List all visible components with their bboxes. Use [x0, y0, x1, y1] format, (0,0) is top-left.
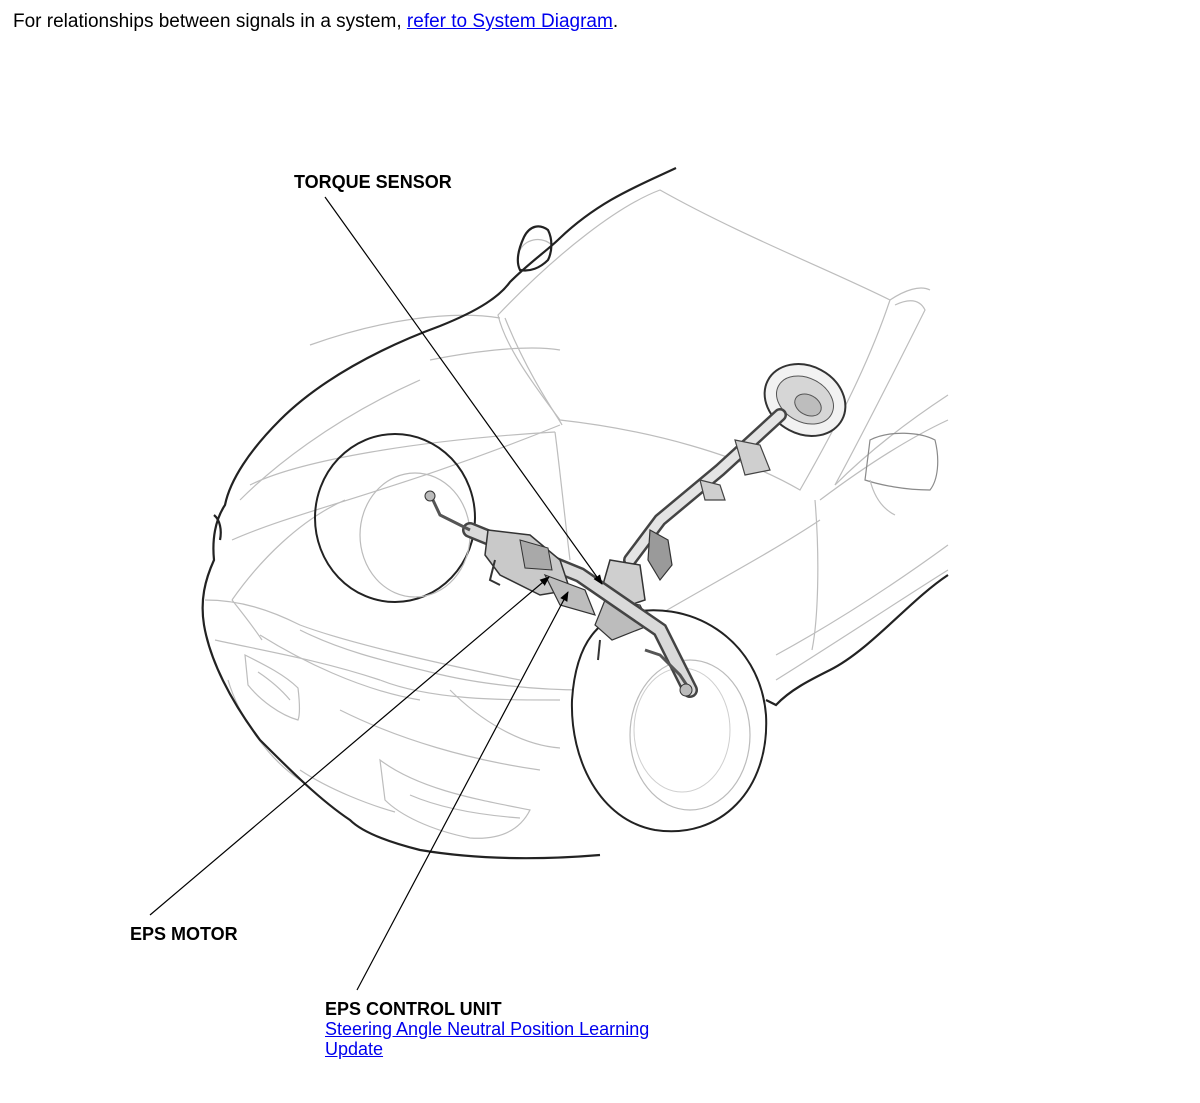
steering-angle-learning-link[interactable]: Steering Angle Neutral Position Learning… — [325, 1019, 649, 1059]
vehicle-illustration — [204, 189, 949, 839]
steering-system — [424, 363, 847, 698]
eps-motor-label: EPS MOTOR — [130, 924, 238, 944]
eps-control-unit-label: EPS CONTROL UNIT — [325, 999, 502, 1019]
steering-angle-learning-link-line2: Update — [325, 1039, 384, 1059]
intro-text: For relationships between signals in a s… — [13, 10, 618, 34]
intro-text-before: For relationships between signals in a s… — [13, 11, 407, 32]
steering-angle-learning-link-block: Steering Angle Neutral Position Learning… — [325, 1019, 649, 1059]
right-front-wheel — [570, 609, 768, 833]
vehicle-outline — [201, 167, 949, 860]
torque-sensor-label: TORQUE SENSOR — [294, 172, 452, 192]
eps-control-unit-leader — [356, 591, 569, 991]
system-diagram-link[interactable]: refer to System Diagram — [406, 11, 613, 32]
steering-angle-learning-link-line1: Steering Angle Neutral Position Learning — [325, 1019, 650, 1039]
eps-motor-leader — [149, 576, 550, 916]
left-front-wheel — [314, 433, 476, 603]
intro-text-after: . — [612, 11, 619, 32]
torque-sensor-leader — [324, 196, 603, 585]
leader-lines — [149, 196, 603, 991]
